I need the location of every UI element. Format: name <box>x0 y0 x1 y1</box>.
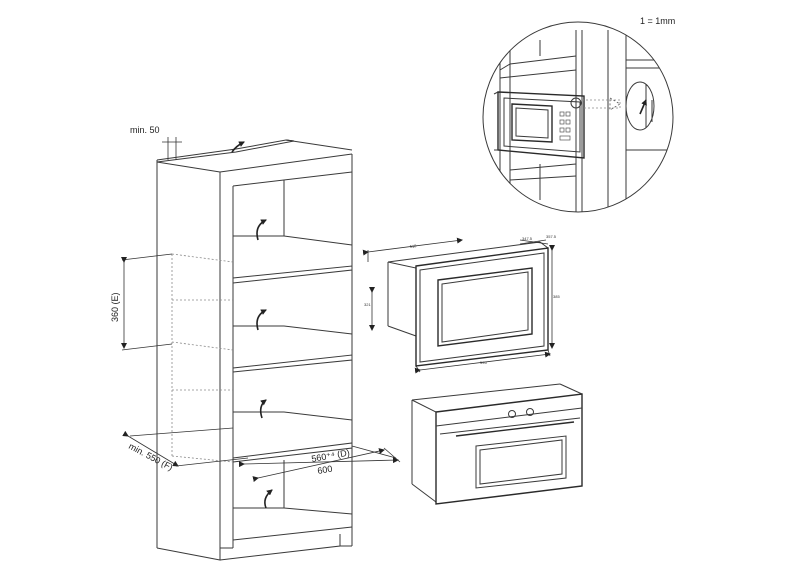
airflow-arrow-lower <box>259 399 267 419</box>
compact-oven <box>411 383 583 505</box>
dimension-min-50: min. 50 <box>130 125 182 160</box>
height-e-label: 360 (E) <box>110 292 120 322</box>
dimension-min-550: min. 550 (F) <box>122 427 249 473</box>
min-550-label: min. 550 (F) <box>127 441 175 473</box>
dim-width-top: 510 <box>409 243 417 249</box>
dim-height-front: 385 <box>553 294 560 299</box>
airflow-arrows <box>231 141 273 509</box>
dim-height-side: 321 <box>364 302 371 307</box>
opening-dashed-lines <box>171 253 234 463</box>
dimension-depth: 560⁺⁴ (D) 600 <box>238 445 401 483</box>
airflow-arrow-bottom <box>264 489 273 509</box>
oven-knob-left-icon <box>508 410 516 418</box>
tall-cabinet <box>156 139 353 561</box>
builtin-appliance-frame: 510 347.5 357.5 321 385 595 <box>362 234 560 374</box>
width-600-label: 600 <box>317 464 334 476</box>
airflow-arrow-upper <box>256 309 267 331</box>
detail-circle <box>482 21 674 213</box>
airflow-arrow-exit <box>231 141 245 153</box>
oven-knob-right-icon <box>526 408 534 416</box>
scale-label: 1 = 1mm <box>640 16 675 26</box>
dim-width-bottom: 595 <box>480 360 487 365</box>
airflow-arrow-top <box>256 219 267 241</box>
screw-point-icon <box>570 97 582 109</box>
dim-depth-b: 357.5 <box>546 234 557 239</box>
min-50-label: min. 50 <box>130 125 160 135</box>
dimension-height-e: 360 (E) <box>110 253 173 351</box>
dim-depth-a: 347.5 <box>522 236 533 241</box>
